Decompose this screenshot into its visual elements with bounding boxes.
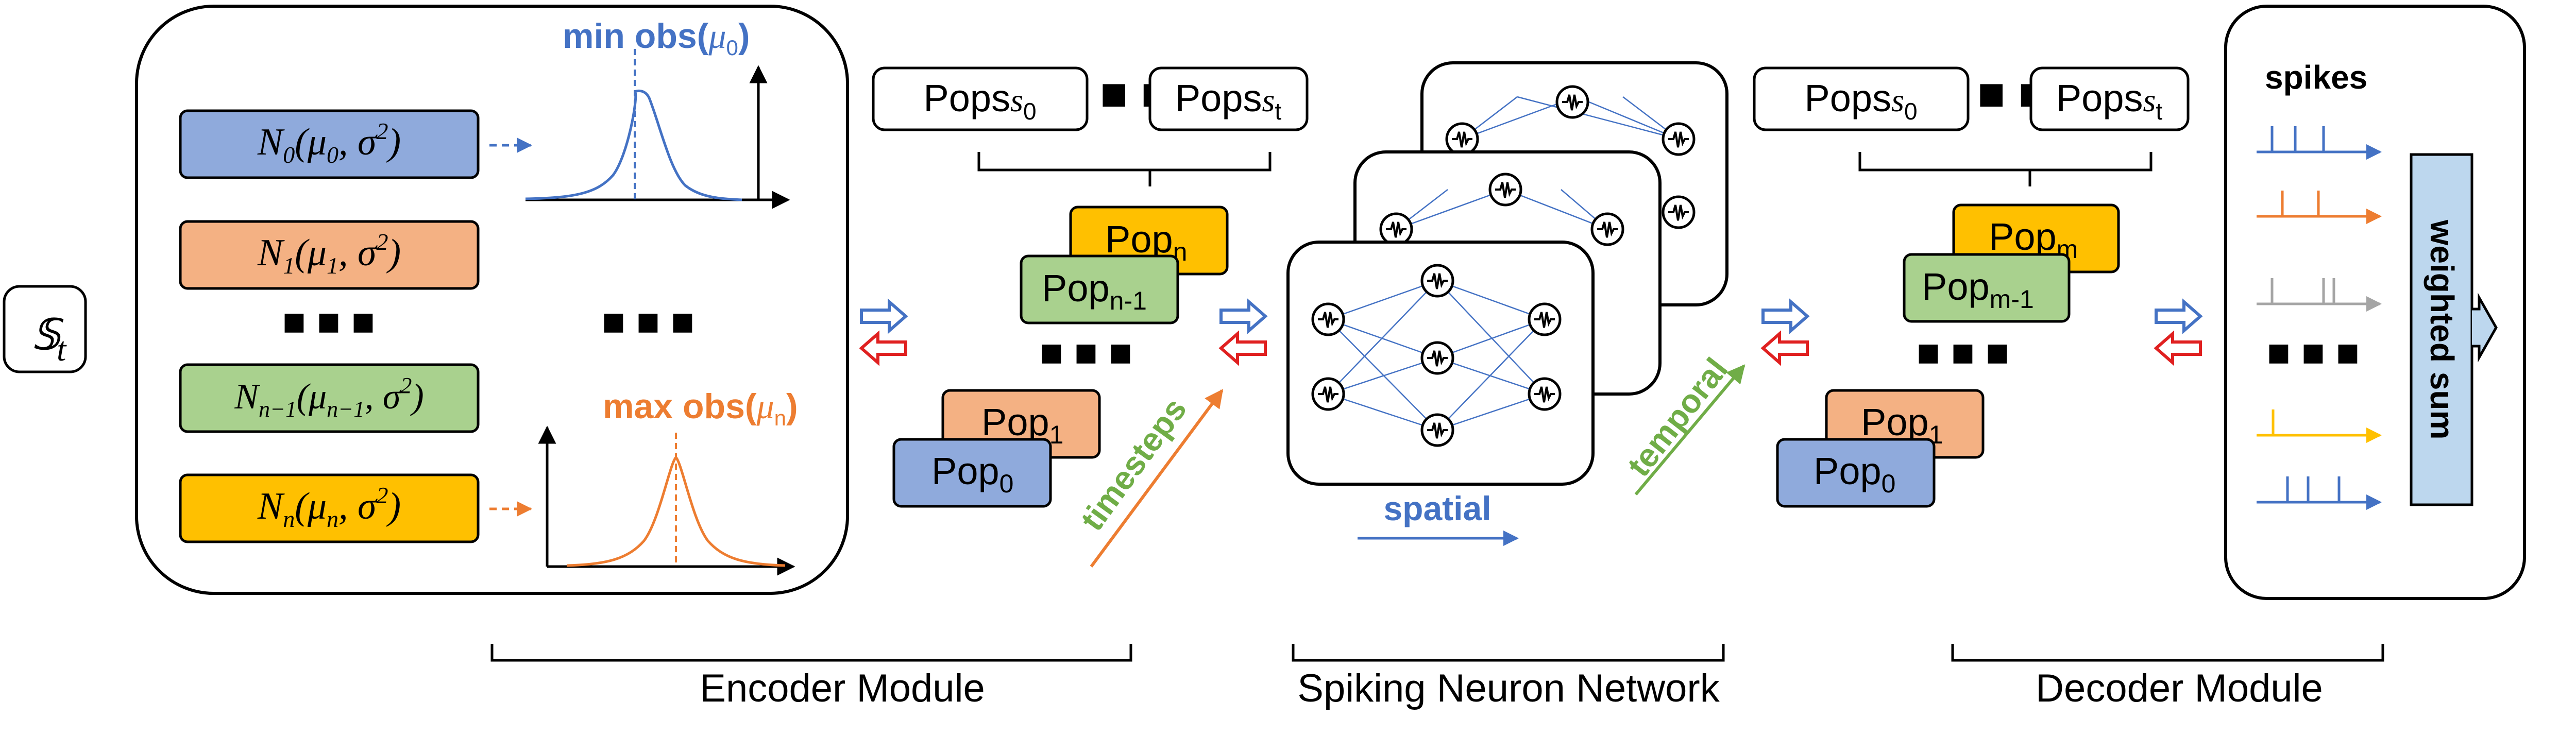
forward-arrow-3 xyxy=(1763,302,1807,331)
encoder-module-label: Encoder Module xyxy=(700,666,985,710)
svg-text:N1(μ1, σ2): N1(μ1, σ2) xyxy=(257,229,401,279)
forward-arrow-4 xyxy=(2156,302,2200,331)
gaussian-n-minus-1: Nn−1(μn−1, σ2) xyxy=(179,363,480,433)
pop-in-n-1: Popn-1 xyxy=(1042,267,1147,315)
decoder-panel: spikes ■ ■ ■ weighted sum xyxy=(2224,5,2526,600)
output-pops: Popss0 ■ ■ ■ Popsst Popm Popm-1 ■ ■ ■ Po… xyxy=(1753,66,2190,508)
snn-panel: spatial temporal xyxy=(1286,61,1745,546)
spike-train-yellow xyxy=(2257,409,2382,443)
spikes-ellipsis: ■ ■ ■ xyxy=(2267,331,2360,374)
gaussian-nn: Nn(μn, σ2) xyxy=(179,473,480,543)
gaussian-plot-max: max obs(μn) xyxy=(538,387,798,576)
snn-module-bracket: Spiking Neuron Network xyxy=(1292,644,1725,710)
encoder-ellipsis-right: ■ ■ ■ xyxy=(602,300,694,344)
weighted-sum-bar xyxy=(2410,153,2473,506)
pop-in-n: Popn xyxy=(1105,218,1187,266)
state-symbol: 𝕤 xyxy=(31,299,64,362)
spike-train-blue xyxy=(2257,126,2382,160)
encoder-panel: N0(μ0, σ2) N1(μ1, σ2) ■ ■ ■ ■ ■ ■ Nn−1(μ… xyxy=(135,5,849,595)
svg-text:N0(μ0, σ2): N0(μ0, σ2) xyxy=(257,118,401,168)
pops-out-first: Popss0 xyxy=(1804,77,1917,125)
spike-train-blue-2 xyxy=(2257,476,2382,510)
encoder-ellipsis-left: ■ ■ ■ xyxy=(282,300,375,344)
state-subscript: t xyxy=(57,331,67,368)
backward-arrow-3 xyxy=(1763,334,1807,363)
gaussian-plot-min: min obs(μ0) xyxy=(525,16,790,209)
state-node: 𝕤 t xyxy=(3,285,87,373)
pop-out-m-1: Popm-1 xyxy=(1922,265,2034,314)
pop-out-0: Pop0 xyxy=(1814,450,1895,498)
pop-out-1: Pop1 xyxy=(1861,401,1943,449)
pops-out-stack-ellipsis: ■ ■ ■ xyxy=(1917,331,2009,374)
weighted-sum-label: weighted sum xyxy=(2424,219,2461,440)
forward-arrow-2 xyxy=(1221,302,1265,331)
decoder-module-label: Decoder Module xyxy=(2036,666,2323,710)
weighted-sum-arrow xyxy=(2472,293,2498,363)
spike-train-gray xyxy=(2257,278,2382,312)
decoder-module-bracket: Decoder Module xyxy=(1951,644,2384,710)
pop-out-m: Popm xyxy=(1989,215,2078,264)
pops-in-last: Popsst xyxy=(1175,77,1282,125)
min-obs-label: min obs(μ0) xyxy=(563,16,750,60)
pops-out-last: Popsst xyxy=(2056,77,2163,125)
pops-in-stack-ellipsis: ■ ■ ■ xyxy=(1040,331,1132,374)
backward-arrow-1 xyxy=(861,334,906,363)
pop-in-1: Pop1 xyxy=(981,401,1063,449)
spatial-label: spatial xyxy=(1383,489,1491,527)
spikes-label: spikes xyxy=(2265,59,2367,96)
gaussian-n1: N1(μ1, σ2) xyxy=(179,220,480,290)
backward-arrow-2 xyxy=(1221,334,1265,363)
snn-module-label: Spiking Neuron Network xyxy=(1297,666,1720,710)
max-obs-label: max obs(μn) xyxy=(603,387,798,430)
temporal-arrow xyxy=(1634,364,1745,495)
pop-in-0: Pop0 xyxy=(931,450,1013,498)
backward-arrow-4 xyxy=(2156,334,2200,363)
pops-in-first: Popss0 xyxy=(923,77,1036,125)
svg-text:Nn(μn, σ2): Nn(μn, σ2) xyxy=(257,482,401,532)
svg-text:Nn−1(μn−1, σ2): Nn−1(μn−1, σ2) xyxy=(234,373,423,422)
spike-train-orange xyxy=(2257,191,2382,224)
timesteps-arrow xyxy=(1090,389,1224,568)
gaussian-n0: N0(μ0, σ2) xyxy=(179,109,480,179)
forward-arrow-1 xyxy=(861,302,906,331)
encoder-module-bracket: Encoder Module xyxy=(490,644,1132,710)
